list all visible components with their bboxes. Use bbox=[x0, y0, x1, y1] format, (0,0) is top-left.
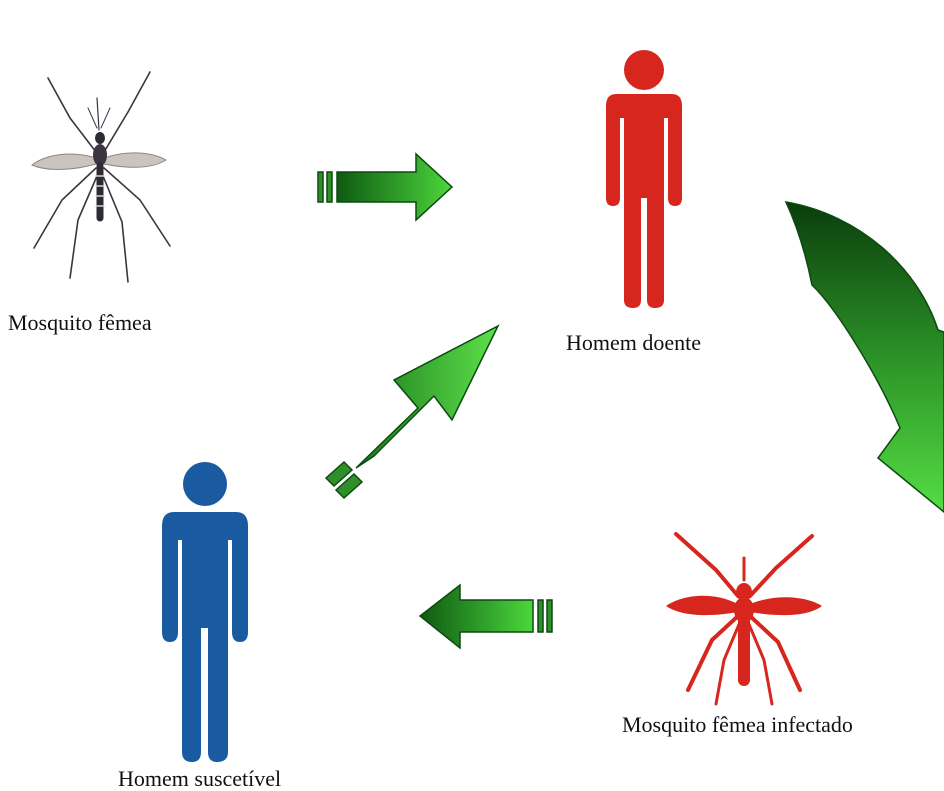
infected-mosquito-icon bbox=[666, 534, 822, 704]
infected-mosquito-label: Mosquito fêmea infectado bbox=[622, 714, 853, 736]
sick-man-label: Homem doente bbox=[566, 332, 701, 354]
female-mosquito-label: Mosquito fêmea bbox=[8, 312, 152, 334]
sick-man-icon bbox=[606, 50, 682, 308]
susceptible-man-label: Homem suscetível bbox=[118, 768, 281, 790]
arrow-to-infected-mosquito bbox=[786, 202, 944, 512]
susceptible-man-icon bbox=[162, 462, 248, 762]
arrow-to-sick-man-diagonal bbox=[326, 326, 498, 498]
female-mosquito-icon bbox=[32, 72, 170, 282]
arrow-to-susceptible-man bbox=[420, 585, 552, 648]
arrow-to-sick-man bbox=[318, 154, 452, 220]
